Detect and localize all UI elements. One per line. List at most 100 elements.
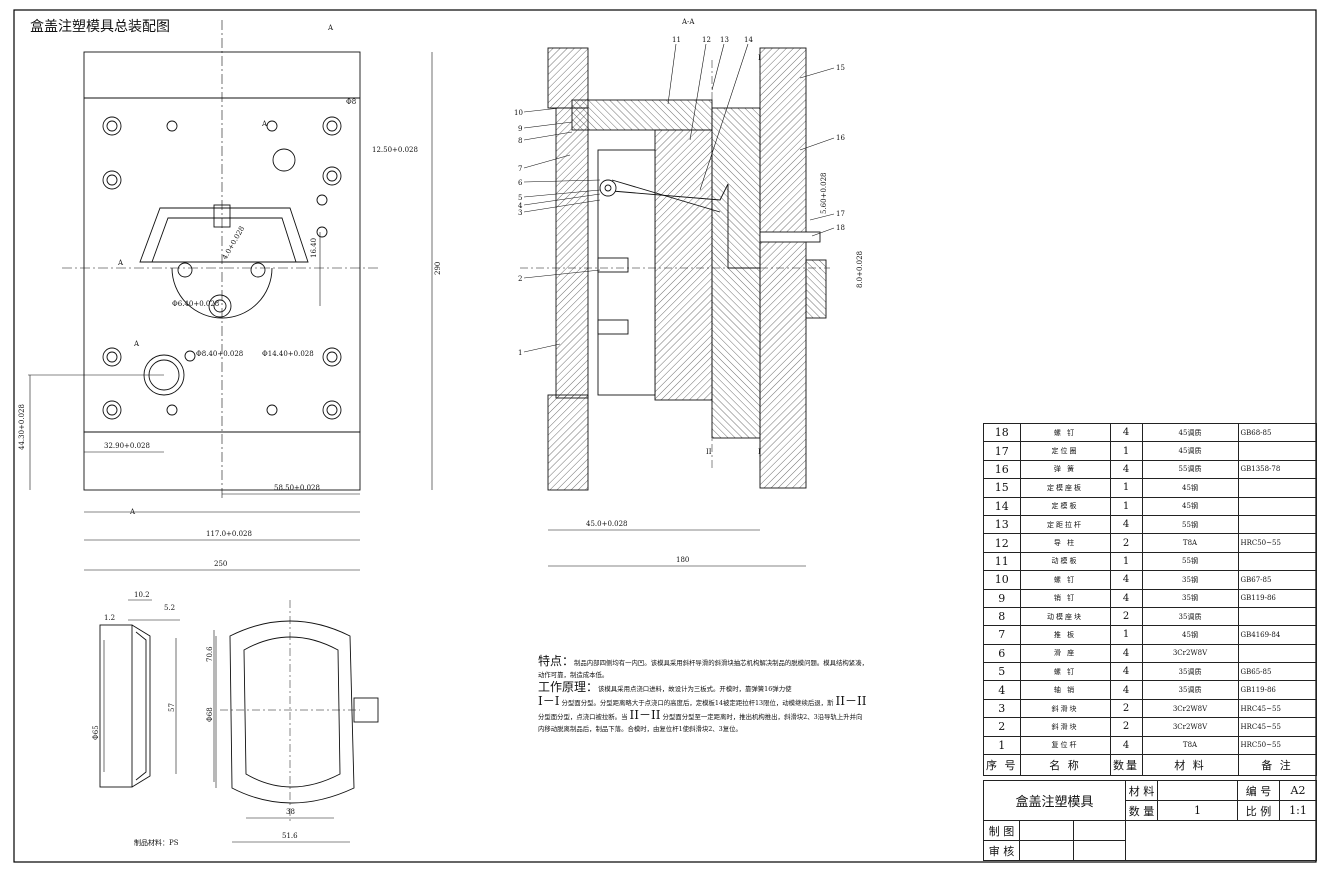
bom-cell-mat: 45钢 <box>1141 625 1239 645</box>
bom-cell-no: 1 <box>983 735 1021 756</box>
bom-cell-no: 8 <box>983 606 1021 627</box>
bom-cell-mat: 45调质 <box>1141 441 1239 461</box>
bom-cell-mat: 35钢 <box>1141 570 1239 590</box>
principle-text-2: 分型面分型。分型距离略大于点浇口的高度后，定模板14被定距拉杆13限位，动模继续… <box>561 699 834 707</box>
principle-mark-1: I－I <box>538 694 560 708</box>
bom-cell-rem <box>1237 606 1317 627</box>
bom-cell-mat: 3Cr2W8V <box>1141 717 1239 737</box>
principle-mark-3: II－II <box>629 708 661 722</box>
principle-text-1: 该模具采用点浇口进料，故设计为三板式。开模时，靠弹簧16弹力使 <box>598 685 792 693</box>
balloon-10: 10 <box>514 109 523 117</box>
bom-cell-name: 螺 钉 <box>1019 662 1111 682</box>
dim-phi8-4: Φ8.40+0.028 <box>196 350 243 358</box>
bom-cell-mat: 35调质 <box>1141 662 1239 682</box>
mark-i-top: I <box>758 54 761 62</box>
bom-cell-mat: 45钢 <box>1141 496 1239 516</box>
bom-header-remark: 备 注 <box>1237 754 1317 777</box>
dim-phi14-4: Φ14.40+0.028 <box>262 350 314 358</box>
bom-cell-qty: 1 <box>1109 625 1143 645</box>
bom-cell-qty: 1 <box>1109 441 1143 461</box>
bom-cell-qty: 4 <box>1109 514 1143 535</box>
bom-cell-rem <box>1237 514 1317 535</box>
title-block-material-label: 材 料 <box>1125 780 1159 801</box>
mark-ii-bottom: II <box>706 448 712 456</box>
bom-cell-no: 14 <box>983 496 1021 516</box>
bom-cell-no: 5 <box>983 662 1021 682</box>
bom-cell-no: 9 <box>983 588 1021 608</box>
principle-text-3: 分型面分型，点浇口被拉断。当 <box>538 713 628 721</box>
bom-cell-name: 定距拉杆 <box>1019 514 1111 535</box>
bom-cell-name: 动模座块 <box>1019 606 1111 627</box>
bom-cell-rem <box>1237 643 1317 664</box>
bom-cell-no: 16 <box>983 459 1021 480</box>
bom-cell-qty: 4 <box>1109 680 1143 700</box>
bom-header-no: 序 号 <box>983 754 1021 777</box>
features-heading: 特点： <box>538 654 575 668</box>
dim-4-0: 4.0+0.028 <box>221 225 246 261</box>
bom-header-material: 材 料 <box>1141 754 1239 777</box>
dim-phi6-4: Φ6.40+0.028 <box>172 300 219 308</box>
bom-cell-qty: 1 <box>1109 496 1143 516</box>
title-block-scale-label: 比 例 <box>1237 800 1281 821</box>
dim-290: 290 <box>434 262 442 275</box>
bom-cell-qty: 4 <box>1109 459 1143 480</box>
balloon-3: 3 <box>518 209 522 217</box>
bom-cell-rem: GB119-86 <box>1237 680 1317 700</box>
bom-cell-mat: 35钢 <box>1141 588 1239 608</box>
notes-block: 特点：制品内部四侧均有一内凹。该模具采用斜杆导滑的斜滑块抽芯机构解决制品的脱模问… <box>538 655 868 735</box>
bom-cell-no: 18 <box>983 422 1021 443</box>
dim-12-5: 12.50+0.028 <box>372 146 418 154</box>
dim-phi65: Φ65 <box>92 725 100 740</box>
balloon-8: 8 <box>518 137 522 145</box>
bom-cell-name: 滑 座 <box>1019 643 1111 664</box>
bom-cell-qty: 1 <box>1109 551 1143 572</box>
balloon-6: 6 <box>518 179 523 187</box>
bom-cell-name: 复位杆 <box>1019 735 1111 756</box>
bom-cell-mat: 45调质 <box>1141 422 1239 443</box>
bom-cell-mat: 3Cr2W8V <box>1141 698 1239 719</box>
balloon-11: 11 <box>672 36 681 44</box>
balloon-13: 13 <box>720 36 729 44</box>
title-block-qty-value: 1 <box>1157 800 1239 821</box>
bom-cell-qty: 4 <box>1109 735 1143 756</box>
bom-cell-rem: HRC45~55 <box>1237 698 1317 719</box>
dim-16-4: 16.40 <box>310 238 318 258</box>
bom-cell-rem: GB1358-78 <box>1237 459 1317 480</box>
bom-cell-qty: 2 <box>1109 717 1143 737</box>
mark-a-left: A <box>117 259 124 267</box>
mark-a-bottom: A <box>129 508 136 516</box>
balloon-12: 12 <box>702 36 711 44</box>
section-view <box>520 47 830 567</box>
bom-cell-name: 销 钉 <box>1019 588 1111 608</box>
mark-a-side: A <box>133 340 140 348</box>
bom-cell-rem <box>1237 441 1317 461</box>
bom-cell-mat: 55调质 <box>1141 459 1239 480</box>
title-block-code-label: 编 号 <box>1237 780 1281 801</box>
bom-cell-name: 轴 销 <box>1019 680 1111 700</box>
bom-cell-name: 导 柱 <box>1019 533 1111 553</box>
bom-cell-name: 定模板 <box>1019 496 1111 516</box>
bom-cell-rem: HRC50~55 <box>1237 533 1317 553</box>
title-block-check-date <box>1072 840 1127 861</box>
bom-cell-no: 7 <box>983 625 1021 645</box>
bom-cell-rem <box>1237 478 1317 498</box>
mark-i-bottom: I <box>758 448 761 456</box>
bom-cell-rem: GB67-85 <box>1237 570 1317 590</box>
bom-cell-mat: 3Cr2W8V <box>1141 643 1239 664</box>
bom-cell-qty: 4 <box>1109 588 1143 608</box>
dim-45: 45.0+0.028 <box>586 520 628 528</box>
bom-cell-rem: GB119-86 <box>1237 588 1317 608</box>
bom-cell-name: 斜滑块 <box>1019 698 1111 719</box>
